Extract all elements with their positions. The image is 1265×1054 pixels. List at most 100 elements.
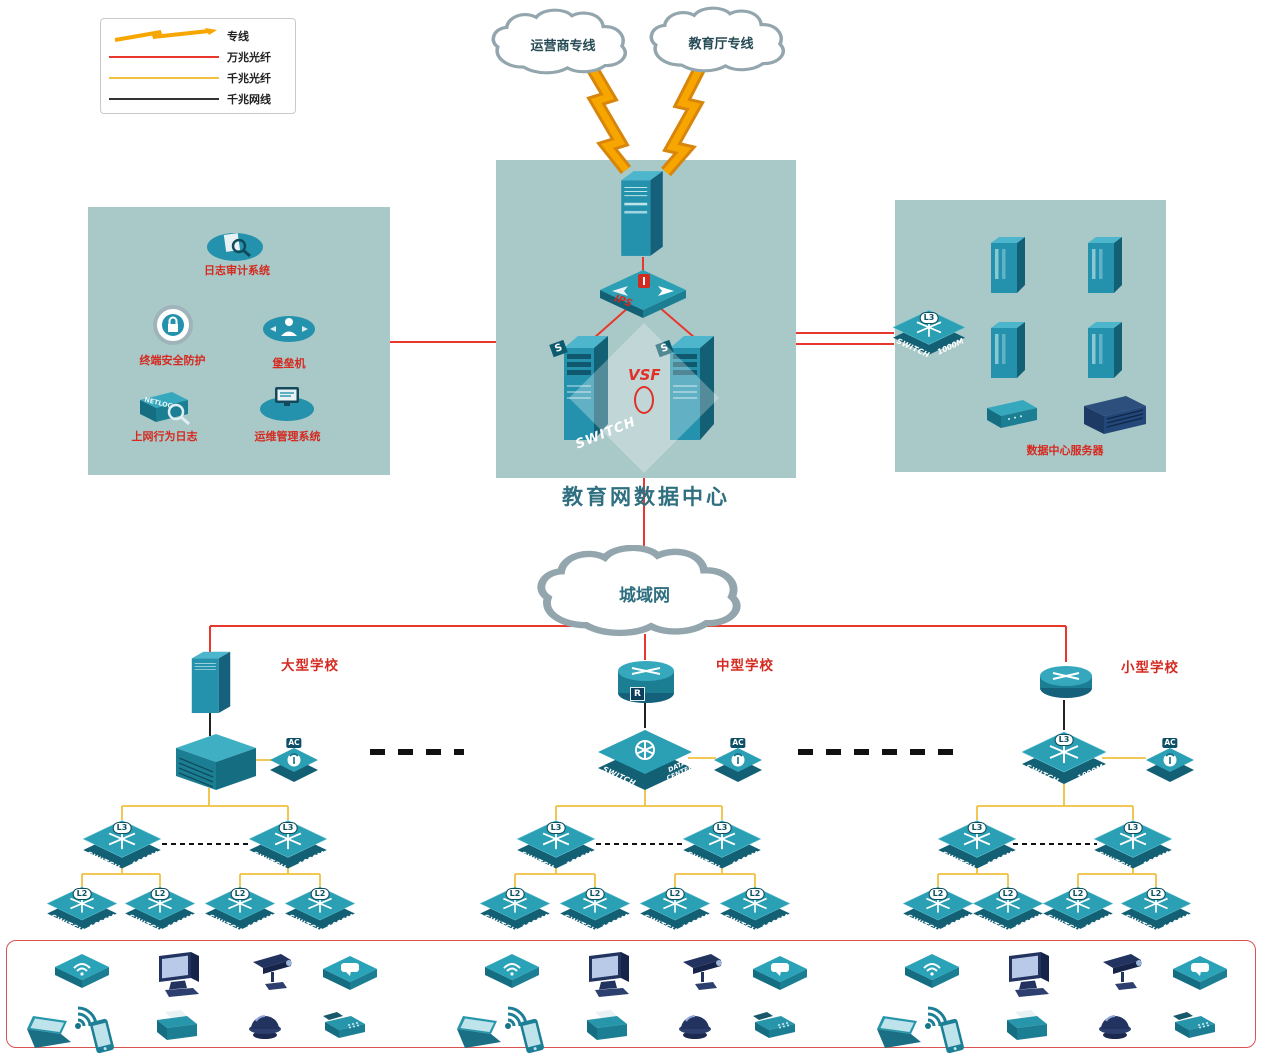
dome-camera[interactable] bbox=[1095, 1008, 1135, 1044]
cctv-camera[interactable] bbox=[1097, 952, 1149, 994]
desktop-computer[interactable] bbox=[585, 952, 633, 998]
switch-tier-badge: L2 bbox=[745, 888, 765, 901]
l2-access-switch[interactable]: L2 SWITCH 1000M bbox=[720, 882, 790, 936]
datacenter-server-tower[interactable] bbox=[1082, 318, 1128, 380]
core-server-right[interactable]: S bbox=[655, 328, 722, 443]
blade-chassis-icon bbox=[1084, 396, 1146, 434]
datacenter-server-tower[interactable] bbox=[1082, 233, 1128, 295]
voip-message-device[interactable] bbox=[1173, 956, 1227, 998]
l3-switch[interactable]: L3 SWITCH 1000M bbox=[683, 815, 761, 874]
desk-phone[interactable] bbox=[1171, 1008, 1219, 1044]
switch-tier-badge: L3 bbox=[1054, 733, 1074, 746]
l3-switch[interactable]: L3 SWITCH 1000M bbox=[938, 815, 1016, 874]
netlog-device[interactable]: NETLOG bbox=[132, 388, 194, 430]
voip-message-device[interactable] bbox=[323, 956, 377, 998]
medium-school-core-switch[interactable]: SWITCH DATA CENTER bbox=[598, 724, 695, 794]
datacenter-server-tower[interactable] bbox=[985, 233, 1031, 295]
l2-access-switch[interactable]: L2 SWITCH 1000M bbox=[560, 882, 630, 936]
printer-device[interactable] bbox=[583, 1010, 629, 1044]
terminal-security-device[interactable] bbox=[148, 303, 198, 347]
smartphone-device[interactable] bbox=[939, 1018, 965, 1054]
switch-tier-badge: L3 bbox=[967, 822, 987, 835]
l2-access-switch[interactable]: L2 SWITCH 1000M bbox=[47, 882, 117, 936]
l2-access-switch[interactable]: L2 SWITCH 1000M bbox=[480, 882, 550, 936]
ops-management-device[interactable] bbox=[258, 383, 316, 423]
tower-server-icon bbox=[191, 651, 231, 714]
l2-access-switch[interactable]: L2 SWITCH 1000M bbox=[1043, 882, 1113, 936]
endpoint-device-group bbox=[25, 946, 405, 1054]
wlan-ap-icon bbox=[905, 954, 959, 988]
terminal-security-label: 终端安全防护 bbox=[139, 354, 206, 367]
cctv-camera-icon bbox=[1103, 954, 1142, 990]
switch-diamond-icon bbox=[83, 820, 161, 869]
core-server-left[interactable]: S bbox=[549, 328, 616, 443]
smartphone-device[interactable] bbox=[519, 1018, 545, 1054]
switch-diamond-icon bbox=[517, 820, 595, 869]
desktop-computer[interactable] bbox=[1005, 952, 1053, 998]
education-line-cloud[interactable]: 教育厅专线 bbox=[645, 6, 797, 76]
desktop-computer[interactable] bbox=[155, 952, 203, 998]
blade-chassis-device[interactable] bbox=[1078, 394, 1152, 440]
wifi-signal-icon[interactable] bbox=[920, 994, 962, 1034]
wlan-access-point[interactable] bbox=[55, 954, 109, 996]
laptop-device[interactable] bbox=[875, 1016, 921, 1048]
l2-access-switch[interactable]: L2 SWITCH 1000M bbox=[973, 882, 1043, 936]
smartphone-device[interactable] bbox=[89, 1018, 115, 1054]
laptop-device[interactable] bbox=[25, 1016, 71, 1048]
l2-access-switch[interactable]: L2 SWITCH 1000M bbox=[205, 882, 275, 936]
medium-school-label: 中型学校 bbox=[716, 658, 774, 674]
monitor-icon bbox=[1009, 952, 1049, 997]
ips-device[interactable]: IPS bbox=[600, 266, 686, 320]
printer-device[interactable] bbox=[1003, 1010, 1049, 1044]
l3-switch[interactable]: L3 SWITCH 1000M bbox=[1022, 726, 1106, 790]
cctv-camera[interactable] bbox=[677, 952, 729, 994]
l3-switch[interactable]: L3 SWITCH 1000M bbox=[249, 815, 327, 874]
small-school-router[interactable] bbox=[1038, 660, 1094, 702]
rack-storage-device[interactable] bbox=[983, 398, 1041, 432]
wireless-ac-controller[interactable]: AC bbox=[714, 738, 762, 784]
man-cloud[interactable]: 城域网 bbox=[532, 545, 757, 640]
desk-phone[interactable] bbox=[751, 1008, 799, 1044]
ips-appliance-icon bbox=[600, 270, 686, 318]
desk-phone[interactable] bbox=[321, 1008, 369, 1044]
l3-switch[interactable]: L3 SWITCH 1000M bbox=[517, 815, 595, 874]
firewall-gateway-device[interactable] bbox=[615, 166, 669, 260]
wlan-access-point[interactable] bbox=[905, 954, 959, 996]
switch-diamond-icon bbox=[560, 886, 630, 931]
carrier-line-cloud[interactable]: 运营商专线 bbox=[487, 8, 639, 78]
printer-device[interactable] bbox=[153, 1010, 199, 1044]
l2-access-switch[interactable]: L2 SWITCH 1000M bbox=[903, 882, 973, 936]
legend-row-1g-fiber: 千兆光纤 bbox=[109, 67, 287, 88]
smartphone-icon bbox=[940, 1018, 964, 1054]
bastion-host-device[interactable] bbox=[262, 312, 316, 346]
switch-diamond-icon bbox=[1043, 886, 1113, 931]
l3-switch[interactable]: L3 SWITCH 1000M bbox=[83, 815, 161, 874]
server-tower-icon bbox=[1088, 237, 1122, 293]
laptop-device[interactable] bbox=[455, 1016, 501, 1048]
wifi-signal-icon[interactable] bbox=[70, 994, 112, 1034]
l3-switch[interactable]: L3 SWITCH 1000M bbox=[1094, 815, 1172, 874]
datacenter-server-tower[interactable] bbox=[985, 318, 1031, 380]
dome-camera[interactable] bbox=[675, 1008, 715, 1044]
large-school-core-switch[interactable] bbox=[166, 732, 258, 794]
datacenter-servers-label: 数据中心服务器 bbox=[1026, 444, 1104, 457]
l2-access-switch[interactable]: L2 SWITCH 1000M bbox=[125, 882, 195, 936]
legend-label: 专线 bbox=[227, 29, 249, 43]
cctv-camera[interactable] bbox=[247, 952, 299, 994]
ac-controller-icon bbox=[714, 748, 762, 782]
legend-label: 千兆网线 bbox=[227, 92, 271, 106]
ac-badge: AC bbox=[286, 738, 302, 748]
l3-switch[interactable]: L3 SWITCH 1000M bbox=[893, 305, 965, 360]
wireless-ac-controller[interactable]: AC bbox=[1146, 738, 1194, 784]
l2-access-switch[interactable]: L2 SWITCH 1000M bbox=[1121, 882, 1191, 936]
large-school-gateway[interactable] bbox=[186, 648, 236, 716]
wlan-access-point[interactable] bbox=[485, 954, 539, 996]
l2-access-switch[interactable]: L2 SWITCH 1000M bbox=[640, 882, 710, 936]
medium-school-router[interactable]: R bbox=[614, 655, 678, 705]
switch-tier-badge: L2 bbox=[230, 888, 250, 901]
log-audit-system-device[interactable] bbox=[205, 225, 265, 265]
voip-message-device[interactable] bbox=[753, 956, 807, 998]
dome-camera[interactable] bbox=[245, 1008, 285, 1044]
wireless-ac-controller[interactable]: AC bbox=[270, 738, 318, 784]
l2-access-switch[interactable]: L2 SWITCH 1000M bbox=[285, 882, 355, 936]
